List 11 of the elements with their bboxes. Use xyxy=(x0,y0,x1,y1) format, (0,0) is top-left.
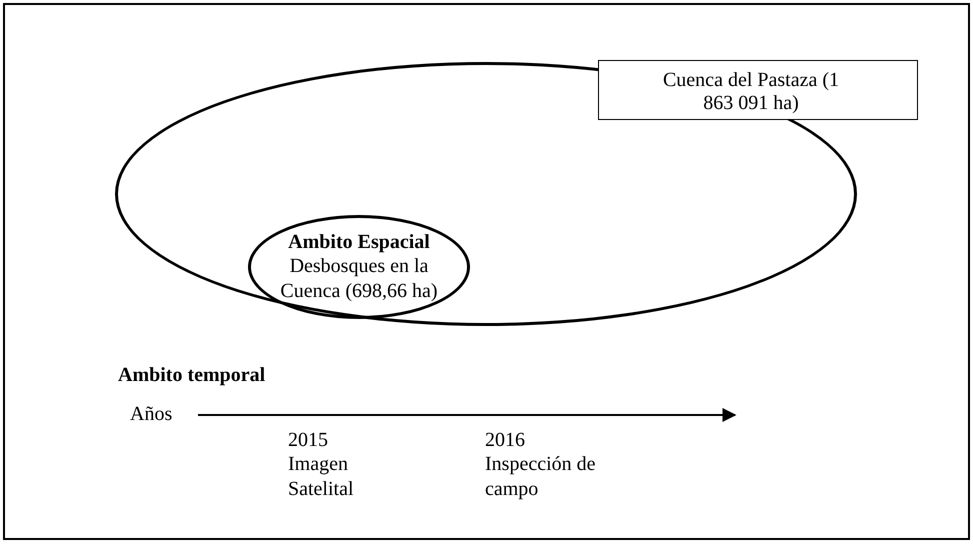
region-label: Cuenca del Pastaza (1 863 091 ha) xyxy=(662,69,840,115)
inner-ellipse xyxy=(248,215,470,319)
timeline-label: 2015 xyxy=(288,428,328,453)
timeline-label: 2016 xyxy=(485,428,525,453)
label-box xyxy=(598,60,918,120)
axis-label: Años xyxy=(130,402,172,427)
timeline-label: Inspección de campo xyxy=(485,452,597,502)
timeline-label: Imagen Satelital xyxy=(288,452,355,502)
section-heading: Ambito temporal xyxy=(118,363,266,388)
heading: Ambito Espacial xyxy=(288,230,430,254)
description: Desbosques en la Cuenca (698,66 ha) xyxy=(279,254,439,304)
